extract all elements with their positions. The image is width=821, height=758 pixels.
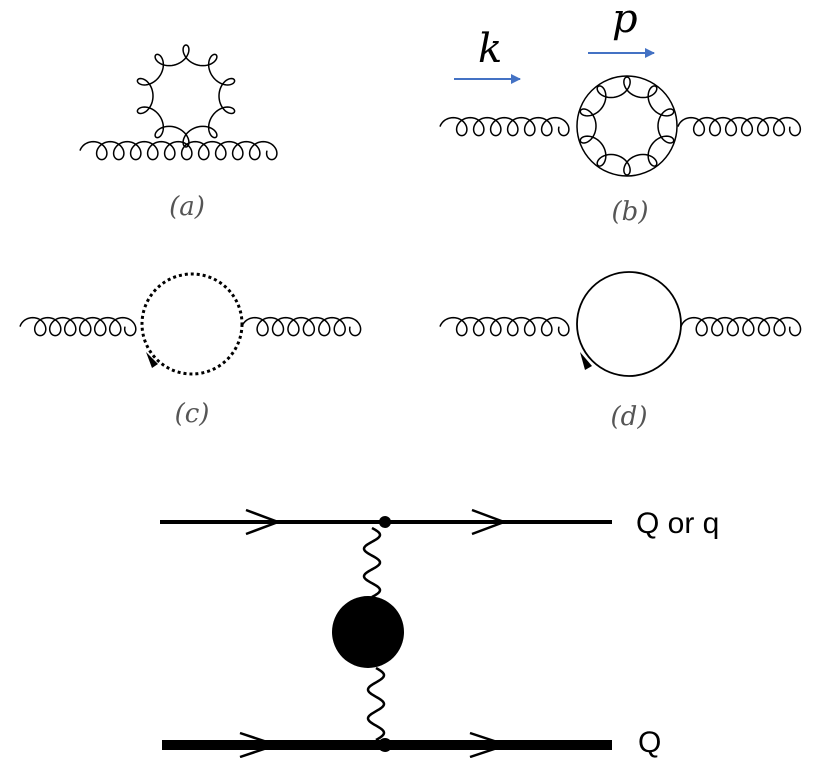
diagram-b-label: (b) [612,197,649,227]
gluon-line-a [79,140,278,161]
diagram-c: (c) [19,272,362,429]
diagram-d: (d) [439,271,802,432]
loop-circle-b [576,75,678,177]
bottom-vertex [378,738,392,752]
quark-arrow-d [580,352,592,370]
top-vertex [379,516,391,528]
diagram-d-label: (d) [611,402,648,432]
momentum-label-p: p [612,0,638,42]
gluon-line-b-left [439,116,570,137]
diagram-b: k p (b) [439,0,802,227]
gluon-line-c-right [241,316,362,337]
exchange-wavy-line-top [362,526,382,599]
gluon-line-d-right [680,316,802,337]
diagram-a: (a) [79,44,278,222]
momentum-label-k: k [478,26,502,72]
top-arrow-right [471,508,508,536]
gluon-loop-b [579,76,675,176]
quark-loop-d [576,271,682,377]
bottom-arrow-left [239,731,280,758]
exchange-wavy-line-bottom [366,666,386,742]
top-line-label: Q or q [636,507,719,540]
diagram-a-label: (a) [169,192,205,222]
top-arrow-left [245,508,282,536]
bottom-arrow-right [469,731,510,758]
gluon-line-c-left [19,316,137,337]
gluon-loop-a [136,44,236,148]
gluon-line-d-left [439,316,570,337]
ghost-arrow-c [146,352,158,368]
gluon-line-b-right [677,116,802,137]
diagram-c-label: (c) [175,399,210,429]
exchange-diagram: Q or q Q [160,507,719,758]
bottom-line-label: Q [638,726,661,758]
self-energy-blob [332,596,404,668]
ghost-loop-c [140,272,244,376]
